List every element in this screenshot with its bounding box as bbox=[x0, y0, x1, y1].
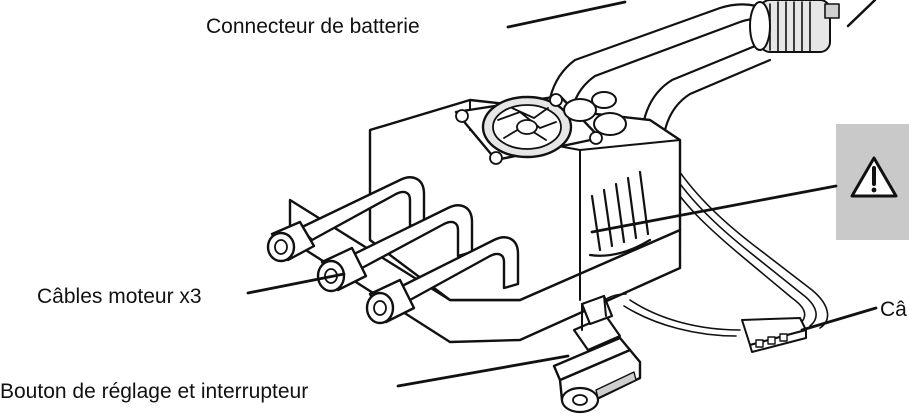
motor-cable-tip-1 bbox=[266, 220, 316, 263]
motor-cable-tip-3 bbox=[365, 278, 416, 325]
label-motor-cables: Câbles moteur x3 bbox=[37, 285, 202, 308]
motor-cables bbox=[266, 176, 520, 325]
leader-signal-cable bbox=[800, 306, 878, 332]
leader-switch-button bbox=[396, 354, 570, 388]
signal-connector bbox=[741, 317, 807, 353]
cooling-fan bbox=[481, 95, 573, 159]
label-switch-button: Bouton de réglage et interrupteur bbox=[0, 380, 308, 403]
capacitors bbox=[563, 91, 627, 136]
label-signal-cable: Câ bbox=[880, 298, 907, 321]
leader-battery-connector bbox=[506, 0, 627, 29]
leader-warning bbox=[590, 184, 838, 234]
setup-button bbox=[572, 294, 622, 352]
battery-connector bbox=[749, 0, 840, 53]
signal-wires bbox=[623, 159, 829, 353]
warning-triangle-icon bbox=[850, 156, 898, 198]
warning-box bbox=[836, 124, 909, 240]
switch-module bbox=[552, 293, 642, 414]
leader-lines bbox=[246, 0, 878, 388]
label-battery-connector: Connecteur de batterie bbox=[206, 15, 420, 38]
leader-motor-cables bbox=[246, 272, 346, 295]
